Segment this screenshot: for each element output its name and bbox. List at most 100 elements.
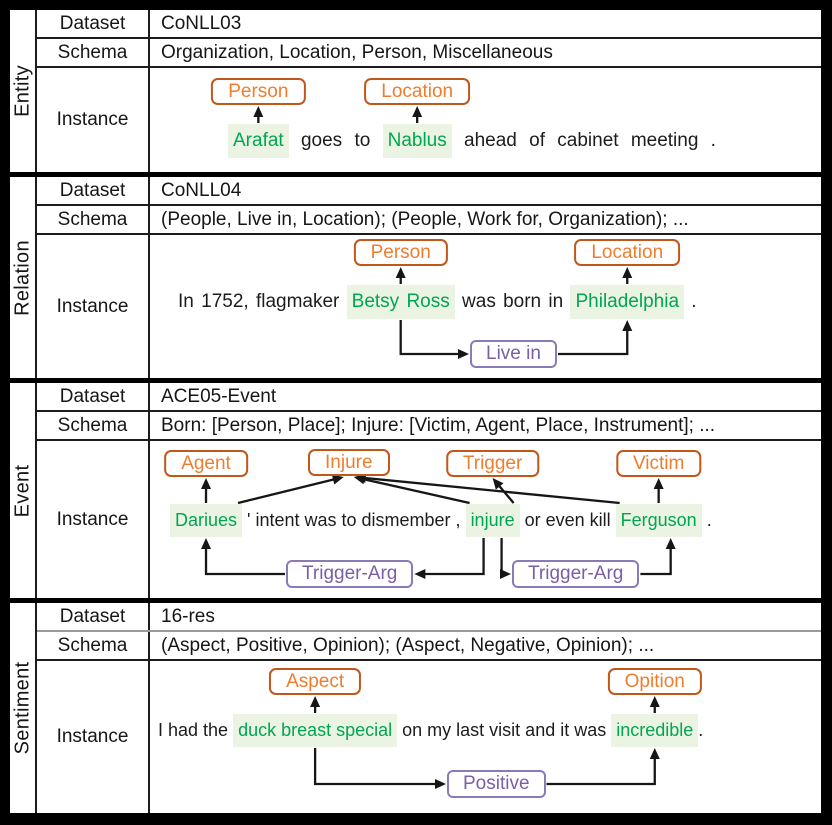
instance-row-label: Instance: [37, 441, 150, 598]
dataset-row-label: Dataset: [37, 10, 150, 37]
group-sentiment: Sentiment Dataset 16-res Schema (Aspect,…: [10, 598, 821, 813]
schema-row: Schema Born: [Person, Place]; Injure: [V…: [37, 412, 821, 441]
schema-row-label: Schema: [37, 632, 150, 659]
tag-box-aspect: Aspect: [269, 668, 362, 695]
text-segment: In 1752, flagmaker: [178, 291, 347, 312]
group-entity: Entity Dataset CoNLL03 Schema Organizati…: [10, 10, 821, 172]
tag-box-victim: Victim: [615, 450, 702, 477]
dataset-row: Dataset 16-res: [37, 603, 821, 632]
text-segment: or even kill: [519, 510, 616, 530]
dataset-value: CoNLL04: [161, 180, 242, 201]
schema-row-label: Schema: [37, 206, 150, 233]
instance-row-label: Instance: [37, 235, 150, 378]
group-label-event: Event: [11, 464, 33, 517]
group-label-sentiment: Sentiment: [11, 661, 33, 755]
highlighted-token-text: Betsy Ross: [351, 291, 450, 312]
schema-value: Organization, Location, Person, Miscella…: [161, 42, 553, 63]
dataset-value: 16-res: [161, 606, 215, 627]
group-rows: Dataset 16-res Schema (Aspect, Positive,…: [37, 603, 821, 813]
tag-box-location: Location: [364, 78, 471, 105]
group-rows: Dataset ACE05-Event Schema Born: [Person…: [37, 383, 821, 598]
tag-box-person: Person: [353, 239, 448, 266]
trigger-arg-left-box: Trigger-Arg: [286, 560, 414, 588]
tag-box-agent: Agent: [164, 450, 248, 477]
group-label-cell: Sentiment: [10, 603, 37, 813]
group-relation: Relation Dataset CoNLL04 Schema (People,…: [10, 172, 821, 378]
schema-row: Schema (People, Live in, Location); (Peo…: [37, 206, 821, 235]
dataset-row-label: Dataset: [37, 603, 150, 630]
dataset-row: Dataset CoNLL04: [37, 177, 821, 206]
tag-box-location: Location: [574, 239, 681, 266]
highlighted-token-text: Dariues: [175, 510, 238, 530]
sentiment-instance-diagram: I had the Aspect duck breast special on m…: [150, 661, 821, 813]
highlighted-token-text: Ferguson: [620, 510, 697, 530]
dataset-value: ACE05-Event: [161, 386, 277, 407]
group-event: Event Dataset ACE05-Event Schema Born: […: [10, 378, 821, 598]
token-duck-breast-special: Aspect duck breast special: [233, 668, 398, 747]
text-segment: .: [684, 291, 697, 312]
highlighted-token-text: Nablus: [387, 130, 447, 151]
text-segment: was born in: [454, 291, 571, 312]
tag-box-person: Person: [211, 78, 306, 105]
text-segment: .: [701, 510, 712, 530]
dataset-row: Dataset CoNLL03: [37, 10, 821, 39]
text-segment: ahead of cabinet meeting .: [451, 130, 716, 151]
event-box-injure: Injure: [308, 449, 390, 476]
schema-row-label: Schema: [37, 412, 150, 439]
dataset-row-label: Dataset: [37, 383, 150, 410]
sentiment-sentence: I had the Aspect duck breast special on m…: [158, 668, 704, 747]
token-incredible: Opition incredible: [607, 668, 702, 747]
group-label-cell: Event: [10, 383, 37, 598]
group-label-cell: Entity: [10, 10, 37, 172]
token-injure: Trigger injure: [445, 450, 540, 537]
text-segment: goes to: [288, 130, 383, 151]
schema-value: (Aspect, Positive, Opinion); (Aspect, Ne…: [161, 635, 655, 656]
highlighted-token-text: incredible: [616, 720, 694, 740]
schema-row: Schema (Aspect, Positive, Opinion); (Asp…: [37, 632, 821, 661]
task-table: Entity Dataset CoNLL03 Schema Organizati…: [10, 10, 821, 813]
instance-row-label: Instance: [37, 68, 150, 172]
group-label-relation: Relation: [11, 239, 33, 316]
tag-box-opition: Opition: [607, 668, 702, 695]
group-rows: Dataset CoNLL03 Schema Organization, Loc…: [37, 10, 821, 172]
schema-value: Born: [Person, Place]; Injure: [Victim, …: [161, 415, 716, 436]
group-rows: Dataset CoNLL04 Schema (People, Live in,…: [37, 177, 821, 378]
highlighted-token-text: injure: [470, 510, 515, 530]
dataset-value: CoNLL03: [161, 13, 242, 34]
text-segment: on my last visit and it was: [397, 720, 612, 740]
dataset-row-label: Dataset: [37, 177, 150, 204]
highlighted-token-text: Arafat: [233, 130, 284, 151]
group-label-cell: Relation: [10, 177, 37, 378]
text-segment: .: [698, 720, 704, 740]
highlighted-token-text: duck breast special: [238, 720, 393, 740]
dataset-row: Dataset ACE05-Event: [37, 383, 821, 412]
instance-row: Instance I had the Aspect duck breast spe…: [37, 661, 821, 813]
trigger-arg-right-box: Trigger-Arg: [512, 560, 640, 588]
instance-row-label: Instance: [37, 661, 150, 813]
polarity-box-positive: Positive: [447, 770, 546, 798]
schema-row: Schema Organization, Location, Person, M…: [37, 39, 821, 68]
tag-box-trigger: Trigger: [445, 450, 540, 477]
group-label-entity: Entity: [11, 65, 33, 117]
relation-box-live-in: Live in: [470, 340, 557, 368]
schema-value: (People, Live in, Location); (People, Wo…: [161, 209, 689, 230]
text-segment: ' intent was to dismember ,: [242, 510, 466, 530]
schema-row-label: Schema: [37, 39, 150, 66]
text-segment: I had the: [158, 720, 234, 740]
